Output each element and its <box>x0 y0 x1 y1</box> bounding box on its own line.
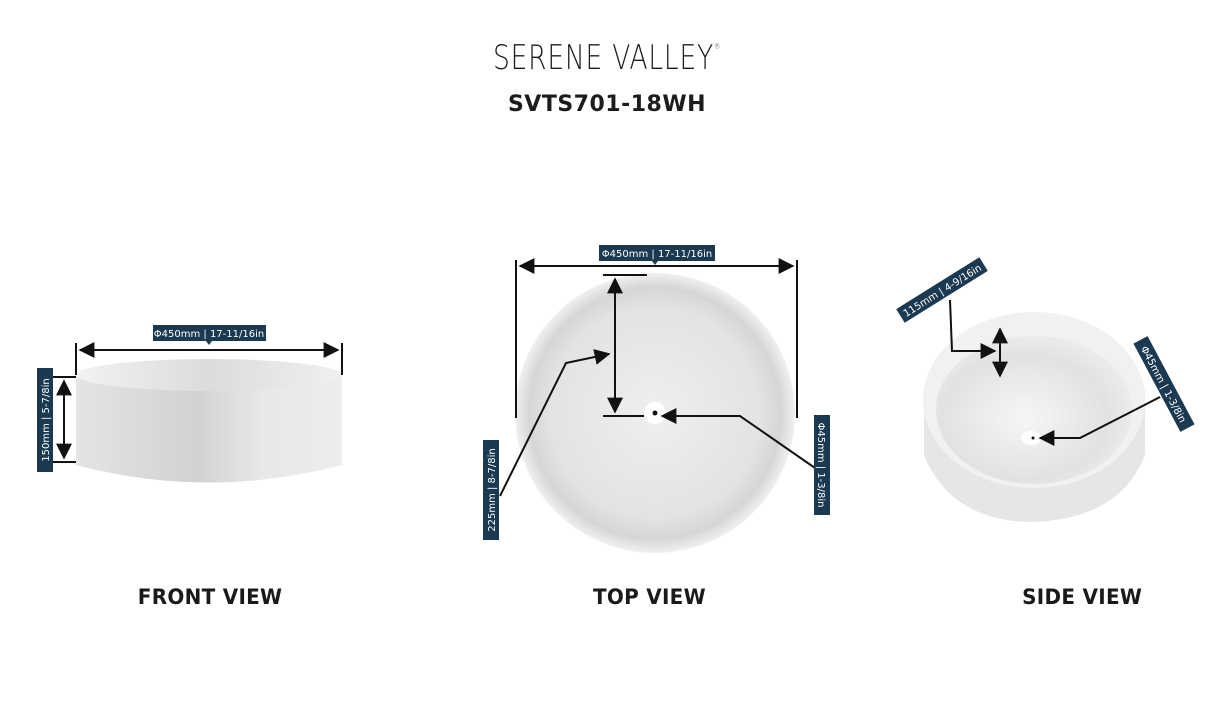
side-depth-dimension <box>949 299 1008 378</box>
model-number: SVTS701-18WH <box>507 92 707 117</box>
top-radius-dimension <box>499 274 647 497</box>
svg-text:225mm | 8-7/8in: 225mm | 8-7/8in <box>487 448 498 531</box>
svg-text:Φ45mm | 1-3/8in: Φ45mm | 1-3/8in <box>1138 345 1188 425</box>
top-diameter-dimension <box>515 258 798 418</box>
front-height-dimension <box>52 376 76 463</box>
front-view-basin <box>76 359 342 483</box>
top-view-basin <box>515 273 795 553</box>
front-view-title: FRONT VIEW <box>137 585 283 609</box>
top-drain-dimension <box>660 408 816 469</box>
svg-text:Φ45mm | 1-3/8in: Φ45mm | 1-3/8in <box>815 423 826 508</box>
front-diameter-label: Φ450mm | 17-11/16in <box>153 325 266 345</box>
side-view-basin <box>923 312 1145 522</box>
top-drain-label: Φ45mm | 1-3/8in <box>814 415 830 515</box>
svg-text:150mm | 5-7/8in: 150mm | 5-7/8in <box>41 378 52 461</box>
side-drain-dimension <box>1038 396 1161 446</box>
front-height-label: 150mm | 5-7/8in <box>37 368 53 472</box>
front-diameter-dimension <box>75 342 343 375</box>
top-diameter-label: Φ450mm | 17-11/16in <box>599 245 715 265</box>
top-radius-label: 225mm | 8-7/8in <box>483 440 499 540</box>
svg-text:115mm | 4-9/16in: 115mm | 4-9/16in <box>902 263 984 320</box>
side-depth-label: 115mm | 4-9/16in <box>896 257 988 323</box>
top-view-title: TOP VIEW <box>592 585 706 609</box>
side-view-title: SIDE VIEW <box>1022 585 1143 609</box>
svg-text:Φ450mm | 17-11/16in: Φ450mm | 17-11/16in <box>602 249 712 260</box>
svg-text:Φ450mm | 17-11/16in: Φ450mm | 17-11/16in <box>154 329 264 340</box>
brand-logo: SERENE VALLEY® <box>492 38 722 78</box>
